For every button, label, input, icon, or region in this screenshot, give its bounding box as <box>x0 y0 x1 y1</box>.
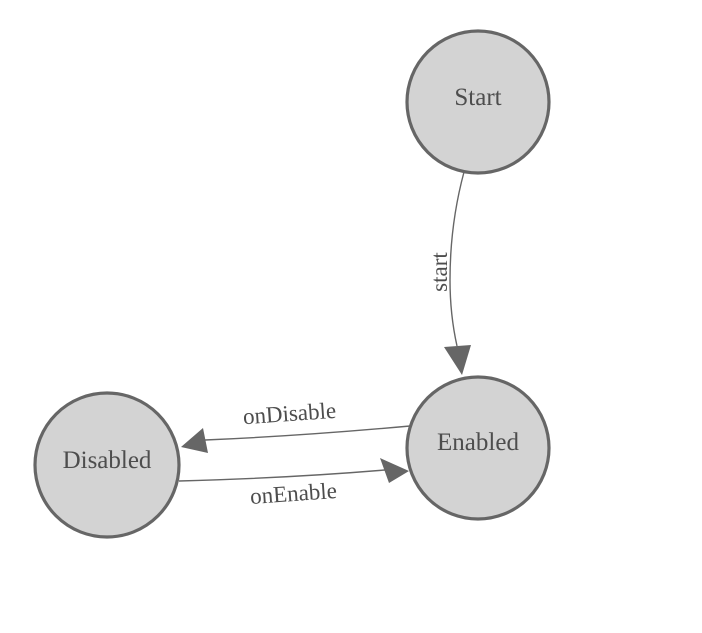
edge-enabled-to-disabled-line <box>204 425 411 441</box>
state-node-enabled: Enabled <box>405 375 551 521</box>
state-node-disabled-label: Disabled <box>63 447 152 474</box>
edge-disabled-to-enabled: onEnable <box>178 458 409 509</box>
edge-label-start: start <box>427 252 452 292</box>
arrowhead-into-enabled-left <box>380 458 409 483</box>
edge-start-to-enabled-line <box>449 171 465 347</box>
state-node-disabled-circle <box>33 391 181 539</box>
arrowhead-into-disabled-right <box>181 428 208 453</box>
arrowhead-into-enabled-top <box>444 345 471 375</box>
state-node-enabled-circle <box>405 375 551 521</box>
edge-disabled-to-enabled-line <box>178 469 386 482</box>
state-node-start-circle <box>405 29 551 175</box>
state-node-enabled-label: Enabled <box>437 429 519 456</box>
edge-label-onenable: onEnable <box>249 478 337 509</box>
edge-start-to-enabled: start <box>427 171 471 375</box>
edge-enabled-to-disabled: onDisable <box>181 398 411 453</box>
edge-label-ondisable: onDisable <box>242 398 337 429</box>
state-node-start-label: Start <box>454 84 501 111</box>
state-node-disabled: Disabled <box>33 391 181 539</box>
state-node-start: Start <box>405 29 551 175</box>
